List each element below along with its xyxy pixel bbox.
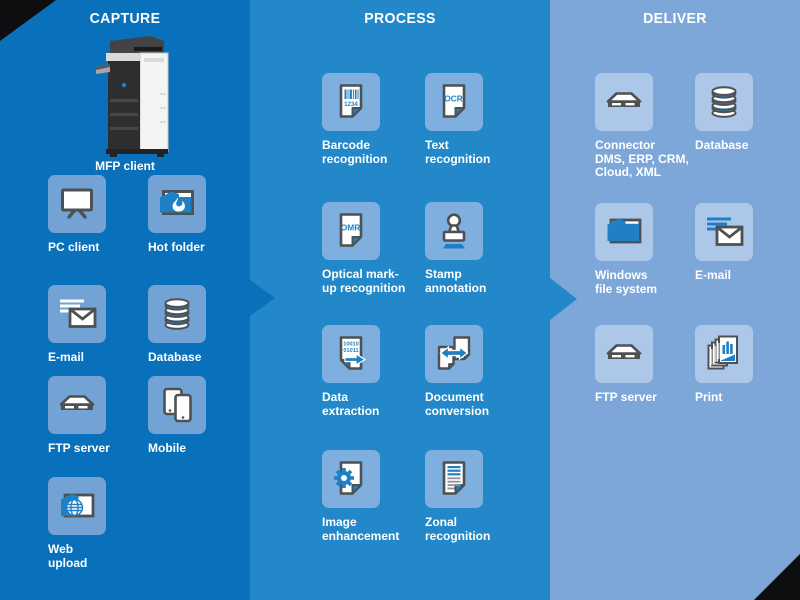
tile-document-conversion [425, 325, 483, 383]
database-icon [711, 86, 737, 118]
tile-connector [595, 73, 653, 131]
deliver-column [550, 0, 800, 600]
tile-label-ftp-server-deliver: FTP server [595, 390, 657, 404]
tile-label-print: Print [695, 390, 723, 404]
email-icon [60, 299, 97, 328]
tile-label-web-upload: Web upload [48, 542, 88, 570]
tile-web-upload [48, 477, 106, 535]
tile-data-extraction: 10010 01011 [322, 325, 380, 383]
tile-email-deliver [695, 203, 753, 261]
windows-folder-icon [607, 218, 642, 244]
mobile-devices-icon [163, 387, 192, 423]
tile-label-ftp-server-capture: FTP server [48, 441, 110, 455]
tile-omr: OMR [322, 202, 380, 260]
tile-label-database-capture: Database [148, 350, 202, 364]
tile-label-image-enhancement: Image enhancement [322, 515, 400, 543]
process-column-header: PROCESS [364, 10, 436, 27]
deliver-column-header: DELIVER [643, 10, 707, 27]
tile-image-enhancement [322, 450, 380, 508]
tile-label-email-capture: E-mail [48, 350, 85, 364]
mfp-photo [94, 33, 190, 159]
tile-label-hot-folder: Hot folder [148, 240, 205, 254]
tile-barcode-recognition: 1234 [322, 73, 380, 131]
tile-ftp-server-capture [48, 376, 106, 434]
tile-print [695, 325, 753, 383]
tile-label-stamp-annotation: Stamp annotation [425, 267, 487, 295]
tile-stamp-annotation [425, 202, 483, 260]
email-icon [707, 217, 744, 246]
tile-label-windows-file-system: Windows file system [595, 268, 658, 296]
tile-text-recognition: OCR [425, 73, 483, 131]
tile-pc-client [48, 175, 106, 233]
image-enhancement-icon [334, 461, 363, 495]
tile-label-barcode-recognition: Barcode recognition [322, 138, 388, 166]
process-to-deliver-arrow [550, 278, 577, 320]
zonal-recognition-icon [442, 461, 466, 495]
tile-label-document-conversion: Document conversion [425, 390, 490, 418]
svg-text:1234: 1234 [344, 101, 358, 108]
data-extraction-icon: 10010 01011 [339, 336, 367, 370]
document-conversion-icon [437, 336, 471, 370]
omr-document-icon: OMR [339, 213, 363, 247]
tile-database-capture [148, 285, 206, 343]
svg-text:OMR: OMR [341, 223, 361, 233]
hot-folder-icon [160, 190, 194, 215]
process-column [250, 0, 550, 600]
tile-label-mfp-client: MFP client [95, 159, 155, 173]
tile-email-capture [48, 285, 106, 343]
svg-text:10010: 10010 [343, 342, 359, 348]
monitor-icon [61, 188, 93, 219]
tile-hot-folder [148, 175, 206, 233]
stamp-icon [442, 213, 466, 249]
mfp-printer-illustration [96, 36, 169, 157]
server-icon [606, 344, 642, 359]
tile-ftp-server-deliver [595, 325, 653, 383]
tile-label-email-deliver: E-mail [695, 268, 732, 282]
database-icon [164, 298, 190, 330]
tile-label-text-recognition: Text recognition [425, 138, 491, 166]
tile-label-mobile: Mobile [148, 441, 186, 455]
tile-database-deliver [695, 73, 753, 131]
tile-windows-file-system [595, 203, 653, 261]
server-icon [606, 92, 642, 107]
tile-label-database-deliver: Database [695, 138, 749, 152]
tile-label-pc-client: PC client [48, 240, 100, 254]
tile-zonal-recognition [425, 450, 483, 508]
ocr-document-icon: OCR [442, 84, 466, 118]
tile-label-data-extraction: Data extraction [322, 390, 380, 418]
print-icon [707, 335, 738, 370]
capture-column-header: CAPTURE [89, 10, 161, 27]
tile-mobile [148, 376, 206, 434]
capture-to-process-arrow [250, 280, 275, 316]
svg-text:01011: 01011 [343, 348, 358, 354]
tile-label-connector: Connector DMS, ERP, CRM, Cloud, XML [595, 138, 689, 179]
barcode-document-icon: 1234 [339, 84, 363, 118]
server-icon [59, 395, 95, 410]
svg-text:OCR: OCR [444, 94, 463, 104]
tile-label-zonal-recognition: Zonal recognition [425, 515, 491, 543]
tile-label-omr: Optical mark- up recognition [322, 267, 406, 295]
web-upload-icon [61, 493, 95, 518]
